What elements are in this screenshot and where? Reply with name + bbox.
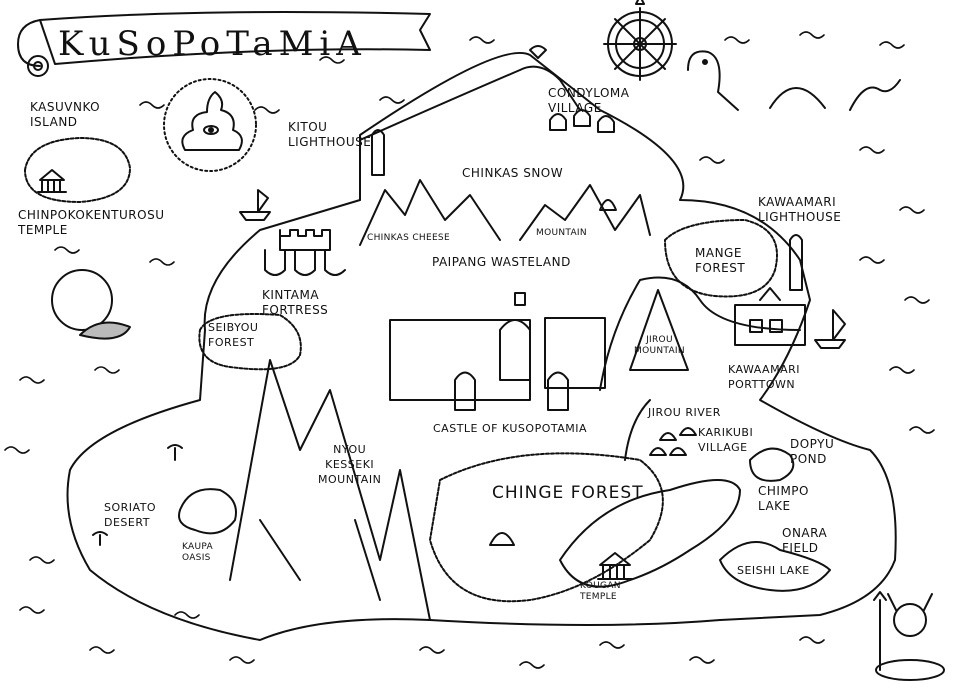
label-seibyou-forest: SEIBYOU FOREST (208, 321, 259, 349)
label-chinkas-cheese: CHINKAS CHEESE (367, 233, 450, 243)
label-jirou-mountain: JIROU MOUNTAIN (634, 335, 685, 356)
label-kasuvnko-island: KASUVNKO ISLAND (30, 100, 101, 129)
label-chinge-forest: CHINGE FOREST (492, 483, 644, 503)
label-kaupa-oasis: KAUPA OASIS (182, 542, 213, 563)
label-soriato-desert: SORIATO DESERT (104, 501, 157, 529)
castle-icon (389, 292, 606, 411)
lighthouse-icon (371, 129, 385, 176)
jirou-river (599, 276, 801, 461)
kasuvnko-island (24, 137, 131, 203)
label-jirou-river: JIROU RIVER (648, 406, 721, 419)
chimpo-lake (559, 479, 741, 588)
label-onara-field: ONARA FIELD (782, 526, 828, 555)
seishi-lake (719, 541, 831, 592)
label-chinkas-snow: CHINKAS SNOW (462, 166, 564, 180)
label-seishi-lake: SEISHI LAKE (737, 564, 810, 577)
sea-serpent-icon (687, 50, 901, 111)
chinge-forest (429, 452, 664, 603)
sailboat-icon-2 (814, 309, 846, 349)
label-mange-forest: MANGE FOREST (695, 246, 746, 275)
label-nyou-kesseki: NYOU KESSEKI MOUNTAIN (318, 443, 382, 486)
jirou-mountain (629, 289, 689, 371)
kawaamari-lighthouse (789, 234, 803, 291)
label-kintama-fortress: KINTAMA FORTRESS (262, 288, 329, 317)
kintama-fortress (264, 229, 346, 276)
karikubi-huts (649, 427, 697, 456)
map-title: KuSoPoTaMiA (58, 24, 367, 64)
kougan-temple (597, 552, 633, 580)
nyou-kesseki-mountains (229, 359, 431, 621)
moon-icon (51, 269, 131, 340)
dopyu-pond (749, 447, 795, 482)
devil-swimmer-icon (873, 591, 945, 681)
label-paipang-wasteland: PAIPANG WASTELAND (432, 255, 571, 269)
label-chimpo-lake: CHIMPO LAKE (758, 484, 809, 513)
sailboat-icon (239, 189, 271, 221)
label-kawaamari-porttown: KAWAAMARI PORTTOWN (728, 363, 800, 391)
village-hut-icon (529, 45, 615, 133)
sea-waves (4, 31, 935, 669)
label-castle: CASTLE OF KUSOPOTAMIA (433, 422, 588, 435)
label-condyloma-village: CONDYLOMA VILLAGE (548, 86, 630, 115)
main-island-outline (66, 51, 897, 641)
label-chinpoko-temple: CHINPOKOKENTUROSU TEMPLE (18, 208, 165, 237)
label-kougan-temple: KOUGAN TEMPLE (580, 581, 621, 602)
chinkas-mountains (359, 179, 651, 246)
label-kawaamari-lighthouse: KAWAAMARI LIGHTHOUSE (758, 195, 842, 224)
palm-tree-icon (92, 444, 183, 546)
cave-icon (489, 199, 617, 546)
label-karikubi-village: KARIKUBI VILLAGE (698, 426, 754, 454)
label-mountain: MOUNTAIN (536, 228, 587, 238)
temple-icon (37, 169, 67, 193)
kaupa-oasis (178, 488, 237, 535)
scroll-banner (17, 11, 431, 77)
kawaamari-porttown (734, 287, 806, 346)
seibyou-forest (198, 313, 302, 371)
poop-sun-icon (163, 78, 257, 172)
compass-rose (603, 0, 677, 81)
label-dopyu-pond: DOPYU POND (790, 437, 835, 466)
label-kitou-lighthouse: KITOU LIGHTHOUSE (288, 120, 372, 149)
